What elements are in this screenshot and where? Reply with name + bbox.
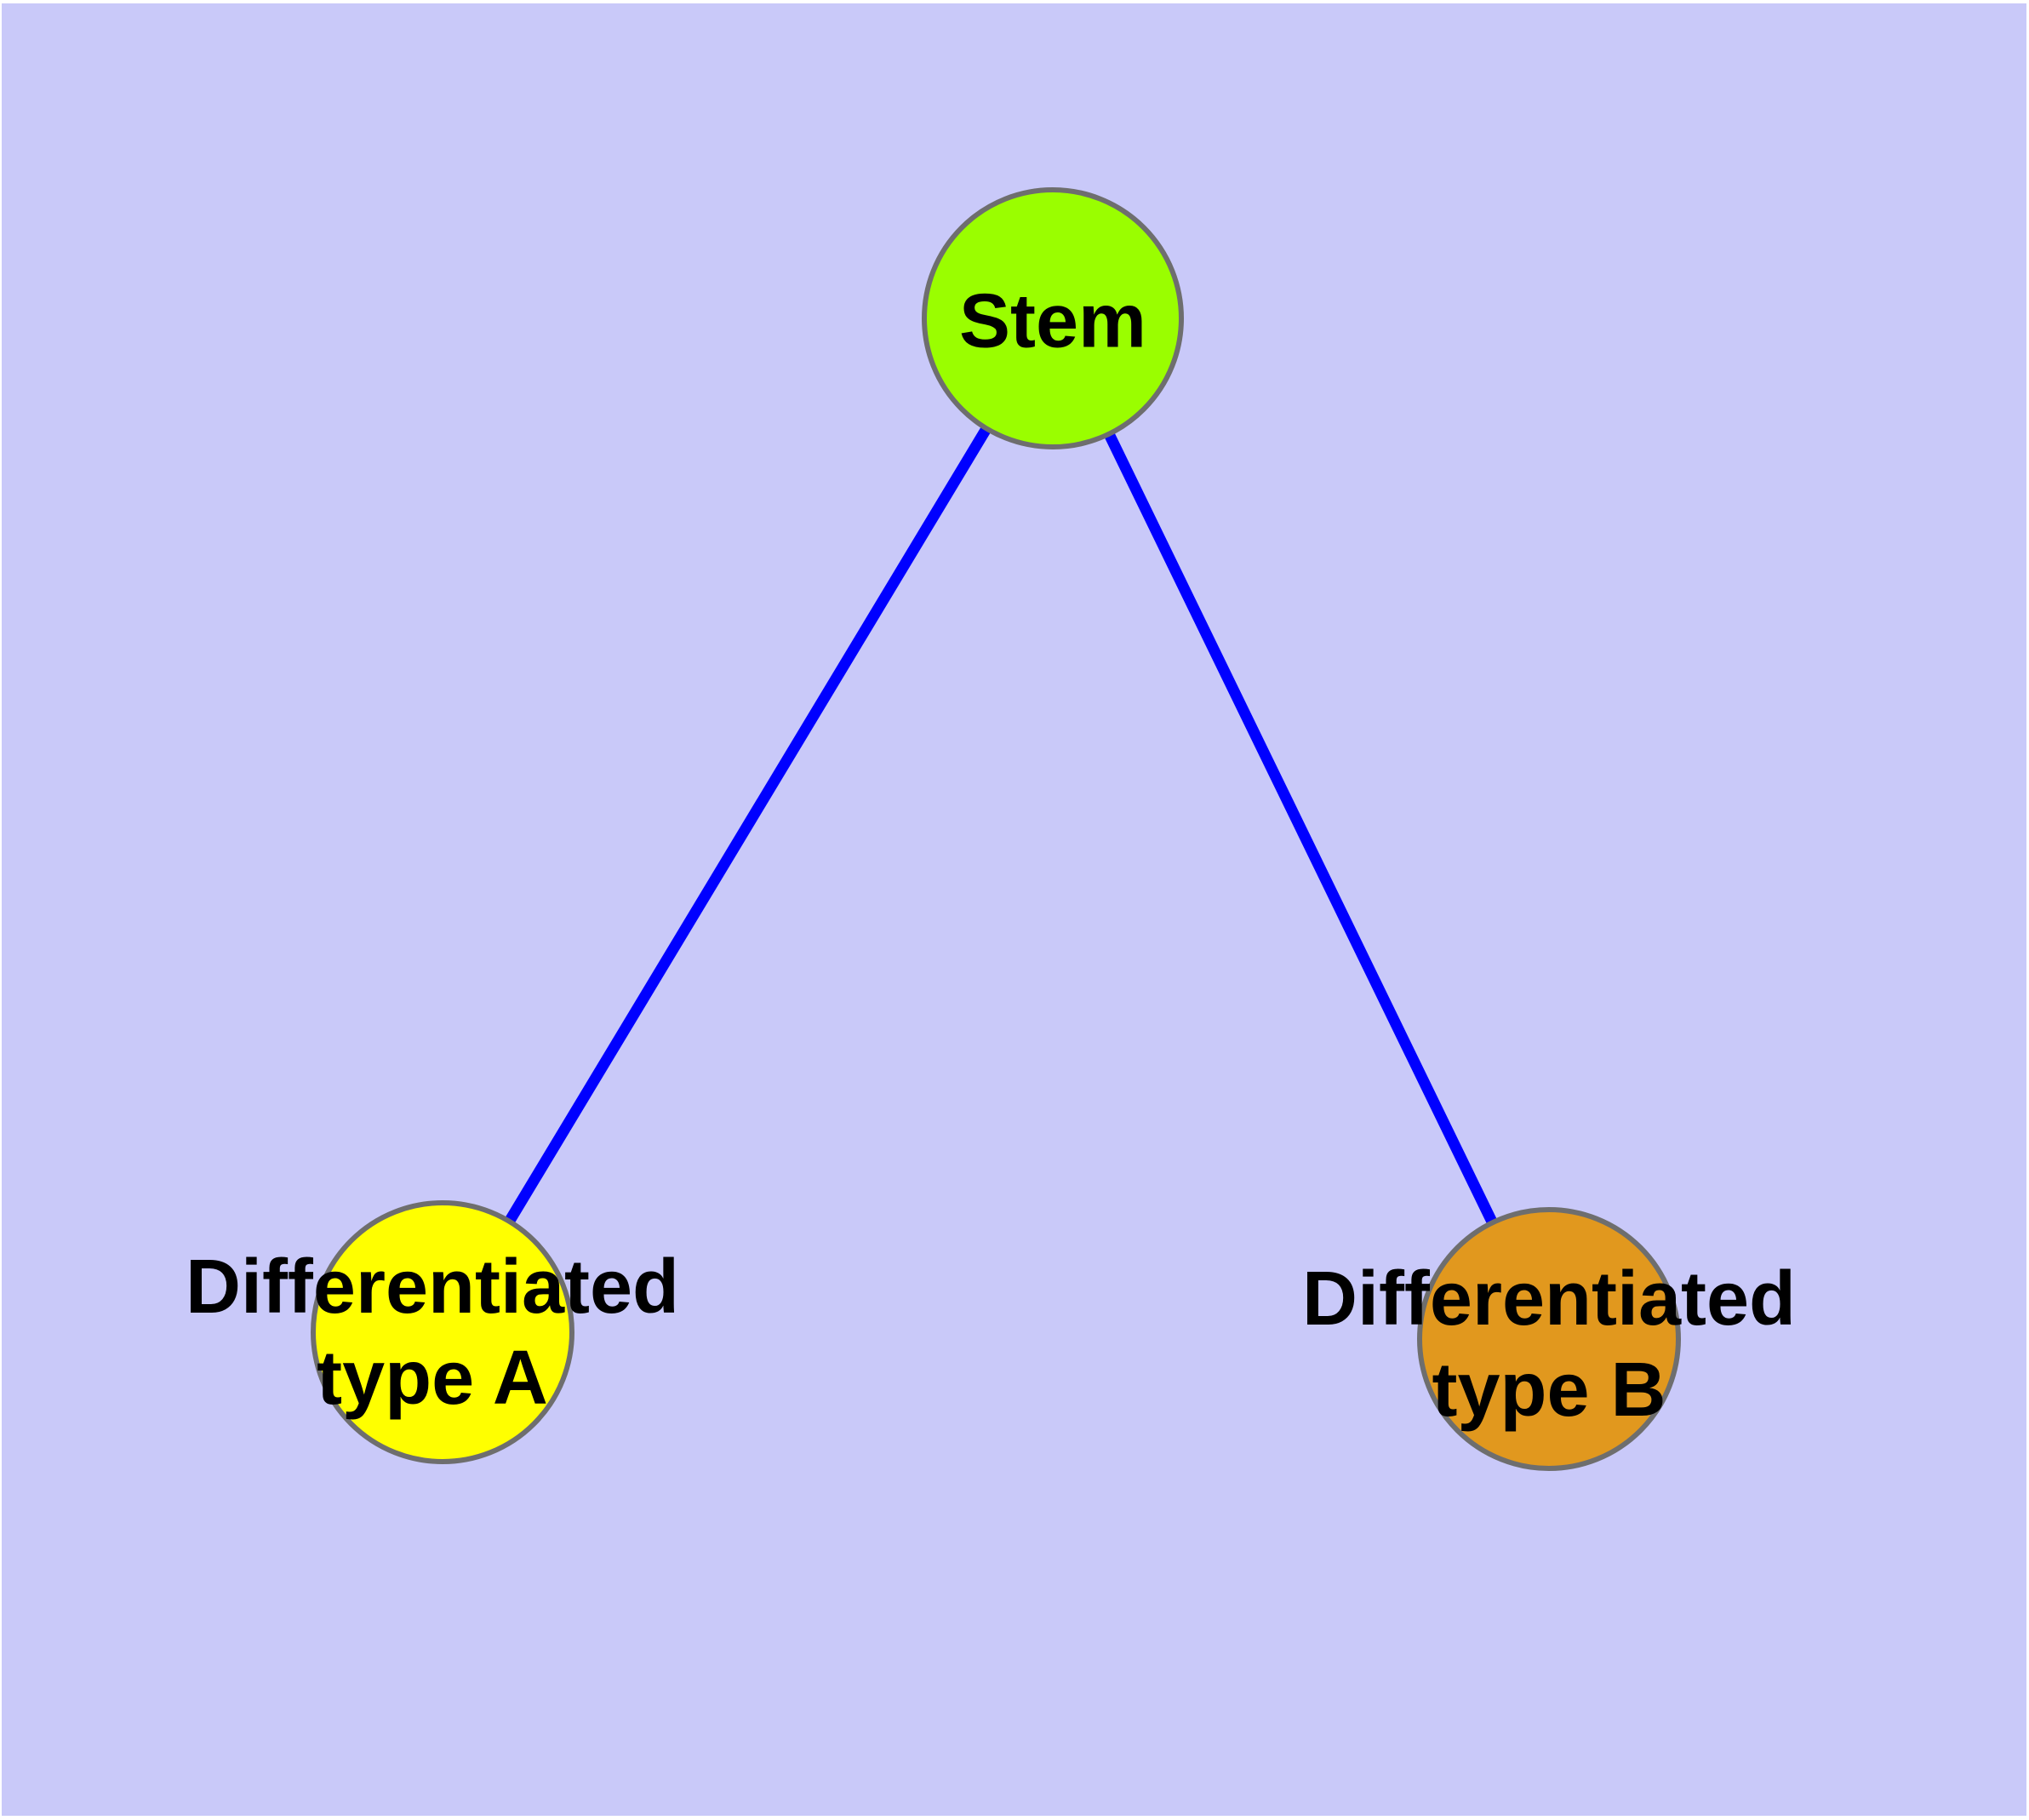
node-stem-circle: [922, 187, 1184, 449]
node-differentiated-type-a-circle: [311, 1200, 574, 1464]
edge-stem-to-type-b: [1048, 316, 1554, 1342]
node-differentiated-type-b-circle: [1417, 1207, 1681, 1471]
edge-stem-to-type-a: [437, 315, 1058, 1336]
